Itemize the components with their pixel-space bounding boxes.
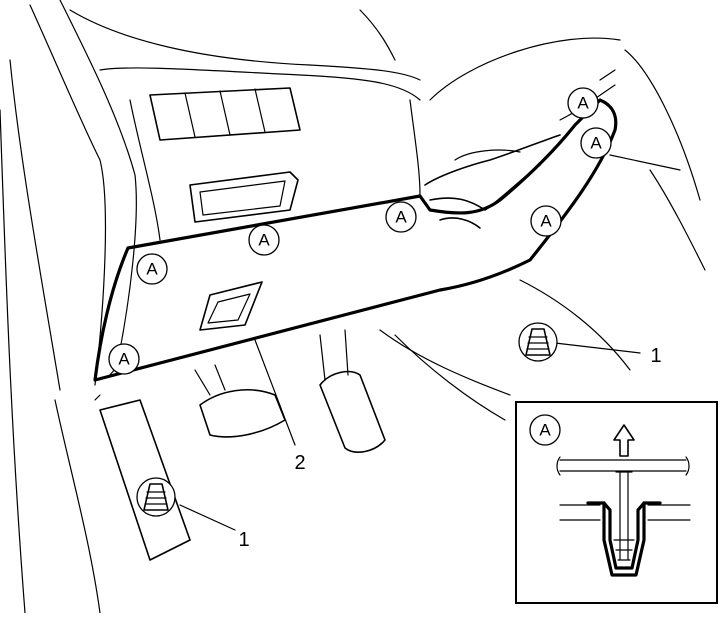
callout-a-6: A (136, 253, 168, 285)
callout-a-3: A (530, 205, 562, 237)
svg-text:A: A (577, 94, 589, 113)
svg-text:A: A (118, 350, 130, 369)
brake-pedal (194, 364, 286, 438)
clip-symbol-left (136, 477, 176, 517)
callout-a-5: A (248, 224, 280, 256)
svg-text:A: A (258, 231, 270, 250)
accelerator-pedal (319, 329, 386, 453)
part-number-1-left: 1 (238, 529, 249, 551)
callout-a-7: A (108, 343, 140, 375)
svg-text:A: A (540, 212, 552, 231)
clip-detail-box: A (515, 401, 718, 604)
up-arrow-icon (613, 424, 635, 457)
part-number-2: 2 (294, 452, 305, 474)
clip-symbol-right (518, 322, 558, 362)
svg-text:A: A (395, 208, 407, 227)
callout-a-2: A (580, 127, 612, 159)
detail-label: A (539, 421, 551, 440)
svg-text:A: A (146, 260, 158, 279)
callout-a-1: A (567, 87, 599, 119)
svg-text:A: A (590, 134, 602, 153)
detail-label-circle (529, 414, 561, 446)
part-number-1-right: 1 (650, 345, 661, 367)
hood-opener-lever (199, 281, 263, 331)
callout-a-4: A (385, 201, 417, 233)
